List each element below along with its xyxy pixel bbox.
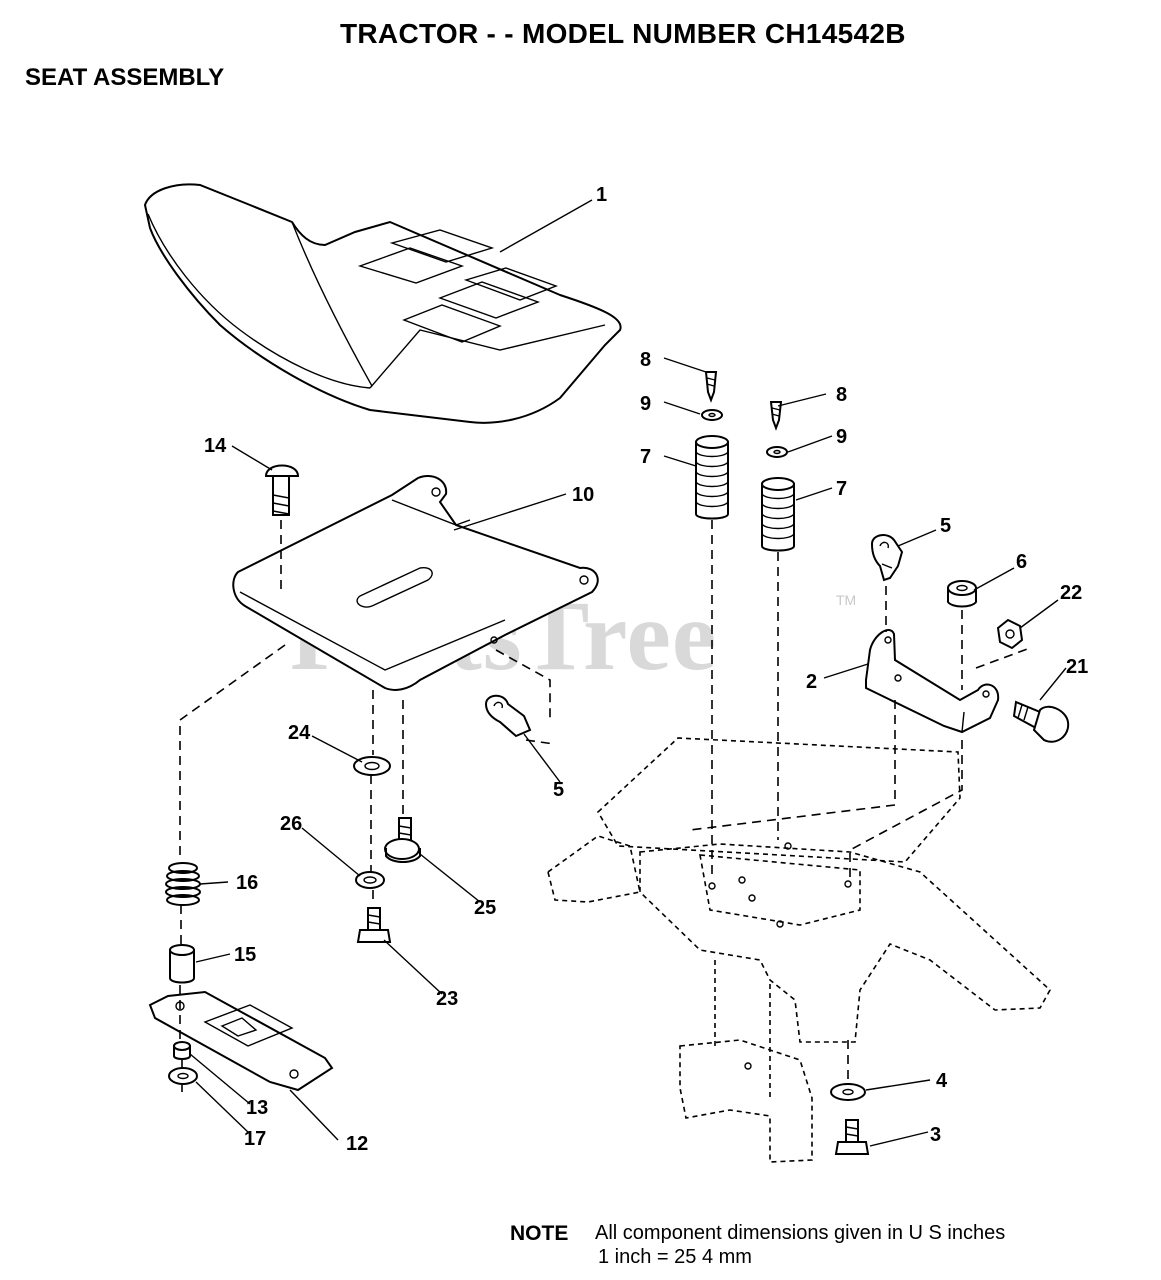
callout-8-left: 8	[640, 349, 651, 371]
spring-part-16	[165, 862, 201, 906]
seat-part-1	[143, 183, 622, 424]
lock-washer-part-26	[355, 871, 385, 889]
callout-15: 15	[234, 944, 256, 966]
frame-holes	[708, 842, 852, 1070]
callout-8-right: 8	[836, 384, 847, 406]
clip-part-5-left	[484, 694, 532, 738]
screw-part-8-right	[769, 401, 783, 431]
callout-7-left: 7	[640, 446, 651, 468]
spring-part-7-left	[695, 435, 729, 520]
callout-1: 1	[596, 184, 607, 206]
callout-labels: 1 8 8 9 9 7 7 14 10 5 5 6 22 2 21 24 26 …	[204, 184, 1088, 1155]
hex-bolt-part-23	[356, 907, 392, 943]
callout-14: 14	[204, 435, 227, 457]
washer-part-24	[353, 756, 391, 776]
callout-2: 2	[806, 671, 817, 693]
screw-part-8-left	[704, 371, 718, 403]
callout-23: 23	[436, 988, 458, 1010]
washer-part-4	[830, 1083, 866, 1101]
callout-26: 26	[280, 813, 302, 835]
note-line-2: 1 inch = 25 4 mm	[598, 1246, 752, 1268]
spring-part-7-right	[761, 477, 795, 552]
section-title: SEAT ASSEMBLY	[25, 64, 225, 91]
washer-part-9-left	[701, 409, 723, 421]
callout-5-right: 5	[940, 515, 951, 537]
callout-13: 13	[246, 1097, 268, 1119]
callout-24: 24	[288, 722, 311, 744]
alignment-lines	[179, 520, 1031, 1092]
hex-bolt-part-3	[834, 1119, 870, 1155]
callout-12: 12	[346, 1133, 368, 1155]
page-title: TRACTOR - - MODEL NUMBER CH14542B	[340, 18, 906, 49]
tractor-frame	[547, 737, 1052, 1163]
callout-6: 6	[1016, 551, 1027, 573]
callout-10: 10	[572, 484, 594, 506]
note-label: NOTE	[510, 1222, 569, 1245]
leader-lines	[189, 199, 1067, 1147]
nut-part-13	[173, 1041, 191, 1060]
shoulder-bolt-part-25	[384, 817, 421, 863]
note-line-1: All component dimensions given in U S in…	[595, 1222, 1006, 1244]
callout-9-right: 9	[836, 426, 847, 448]
callout-3: 3	[930, 1124, 941, 1146]
callout-5-left: 5	[553, 779, 564, 801]
carriage-bolt-part-14	[264, 464, 300, 516]
clip-part-5-right	[870, 534, 904, 582]
callout-17: 17	[244, 1128, 266, 1150]
callout-7-right: 7	[836, 478, 847, 500]
callout-9-left: 9	[640, 393, 651, 415]
callout-22: 22	[1060, 582, 1082, 604]
nut-part-22	[996, 618, 1024, 650]
watermark-trademark: TM	[836, 592, 857, 608]
bracket-part-2	[865, 629, 1000, 734]
washer-part-17	[168, 1067, 198, 1085]
callout-16: 16	[236, 872, 258, 894]
callout-4: 4	[936, 1070, 948, 1092]
washer-part-9-right	[766, 446, 788, 458]
shoulder-bolt-part-21	[1012, 700, 1070, 743]
callout-25: 25	[474, 897, 496, 919]
seat-pan-part-10	[232, 475, 599, 691]
callout-21: 21	[1066, 656, 1088, 678]
spacer-part-15	[169, 944, 195, 984]
hex-nut-part-6	[947, 580, 977, 608]
seat-bracket-part-12	[148, 990, 334, 1092]
